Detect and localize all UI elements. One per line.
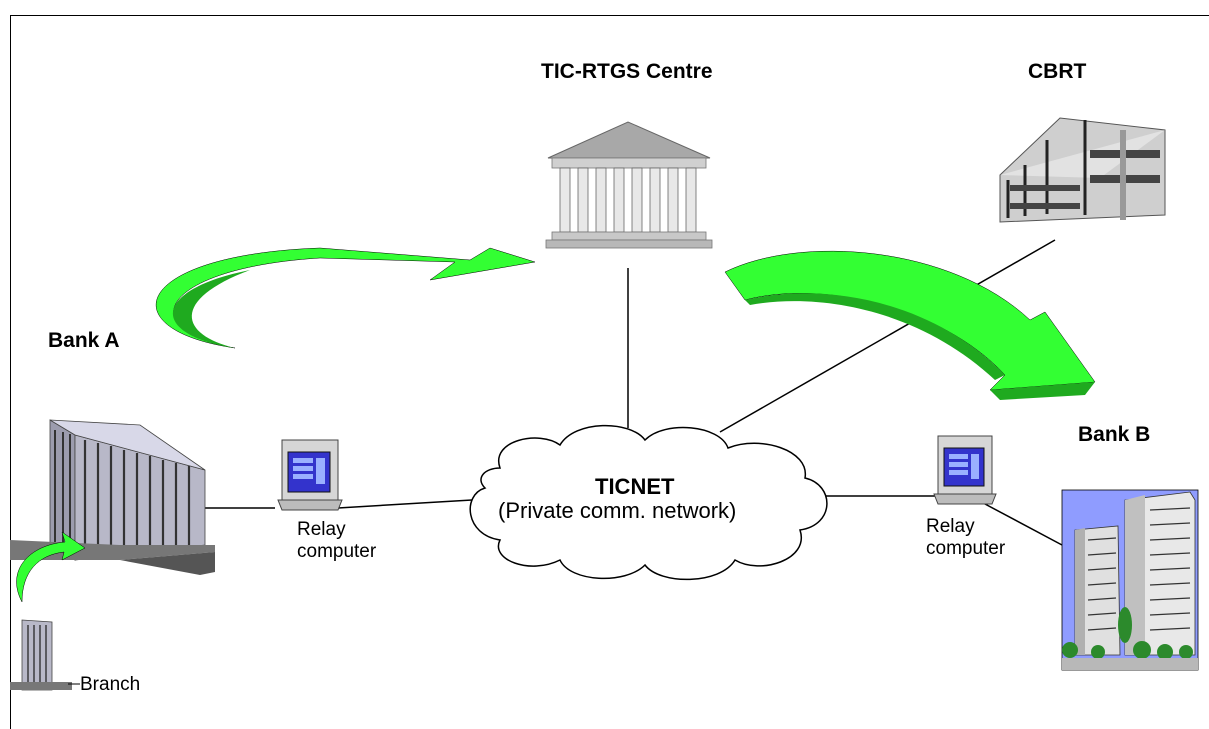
- relay-right-label-line2: computer: [926, 538, 1006, 559]
- relay-left-label-line2: computer: [297, 541, 377, 562]
- line-cbrt-to-network: [719, 239, 1056, 433]
- relay-right-label-line1: Relay: [926, 516, 975, 537]
- relay-right-label: Relay computer: [926, 516, 1005, 560]
- bank-b-label: Bank B: [1078, 423, 1151, 446]
- relay-computer-icon-right: [933, 435, 997, 505]
- diagram-frame: [10, 15, 1209, 729]
- cbrt-label: CBRT: [1028, 60, 1087, 83]
- office-building-icon-bank-a: [10, 419, 215, 575]
- line-relay-to-network-left: [337, 499, 473, 509]
- relay-left-label-line1: Relay: [297, 519, 346, 540]
- classical-bank-building-icon: [545, 121, 713, 249]
- curved-arrow-right-icon: [724, 250, 1096, 400]
- branch-building-icon: [10, 619, 80, 691]
- bank-a-label: Bank A: [48, 329, 120, 352]
- cloud-icon: [469, 424, 828, 581]
- relay-left-label: Relay computer: [297, 519, 376, 563]
- rtgs-centre-label: TIC-RTGS Centre: [541, 60, 713, 83]
- skyscraper-icon: [1061, 489, 1199, 671]
- branch-arrow-icon: [16, 531, 86, 603]
- curved-arrow-left-icon: [155, 247, 536, 349]
- network-subtitle: (Private comm. network): [498, 498, 737, 523]
- relay-computer-icon-left: [277, 439, 343, 511]
- network-title: TICNET: [595, 474, 675, 499]
- branch-label: Branch: [80, 674, 141, 695]
- office-building-icon: [999, 117, 1166, 223]
